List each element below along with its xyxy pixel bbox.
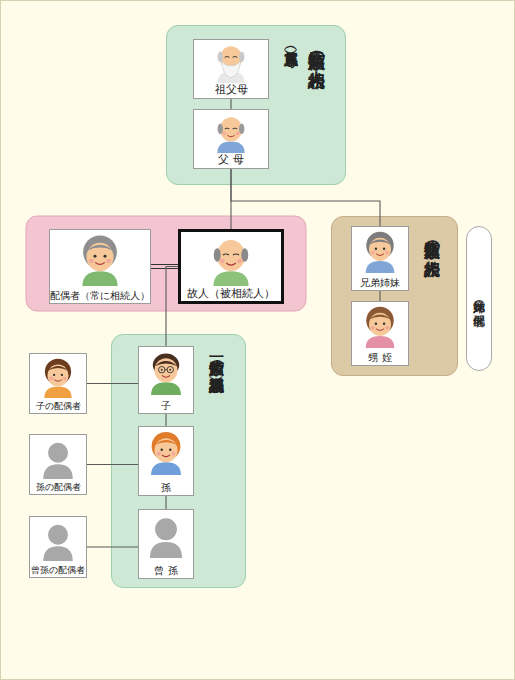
first-order-heir-band: 第一順位の相続人（直系卑属） 子孫曾 孫 (111, 334, 246, 588)
family-line (87, 383, 138, 384)
person-box: 甥 姪 (351, 301, 409, 366)
third-order-heir-band: 第三順位の相続人兄弟姉妹甥 姪 (331, 216, 458, 376)
spouse-box: 曾孫の配偶者 (29, 516, 87, 578)
person-label: 曾孫の配偶者 (30, 566, 86, 575)
person-label: 曾 孫 (139, 566, 193, 577)
pill-label: 兄弟姉妹の配偶者 (467, 227, 491, 370)
person-label: 兄弟姉妹 (352, 278, 408, 289)
grandchild-spouse-silhouette (43, 443, 72, 479)
person-box: 祖父母 (193, 39, 269, 99)
person-box: 配偶者（常に相続人） (49, 229, 151, 304)
sibling-icon (366, 232, 395, 273)
person-box: 子 (138, 346, 194, 414)
person-label: 子の配偶者 (30, 402, 86, 411)
nephew-niece-icon (366, 307, 395, 348)
family-line (165, 496, 166, 509)
person-label: 祖父母 (194, 84, 268, 96)
family-line (230, 99, 231, 109)
spouse-box: 孫の配偶者 (29, 434, 87, 495)
deceased-icon (213, 240, 248, 286)
person-label: 甥 姪 (352, 353, 408, 364)
parent-icon (217, 117, 244, 153)
group-heading: 第三順位の相続人 (423, 230, 440, 248)
deceased-band (26, 216, 306, 311)
child-spouse-icon (44, 359, 71, 398)
person-label: 配偶者（常に相続人） (50, 291, 150, 301)
person-label: 孫 (139, 483, 193, 494)
second-order-heir-band: 第二順位の相続人（直系尊属）祖父母父 母 (166, 25, 346, 185)
great-grandchild-silhouette (150, 518, 182, 558)
family-line (87, 546, 138, 547)
person-label: 父 母 (194, 154, 268, 166)
family-line (231, 169, 380, 226)
group-heading: 第一順位の相続人（直系卑属） (208, 349, 224, 366)
family-line (379, 291, 380, 301)
person-box: 父 母 (193, 109, 269, 169)
great-grandchild-spouse-silhouette (43, 525, 72, 561)
child-icon (151, 354, 181, 395)
sibling-spouse-pill: 兄弟姉妹の配偶者 (466, 226, 492, 371)
person-box: 曾 孫 (138, 509, 194, 579)
spouse-icon (82, 235, 117, 286)
marriage-line (151, 265, 178, 269)
person-label: 子 (139, 401, 193, 412)
person-label: 孫の配偶者 (30, 483, 86, 492)
deceased-box: 故人（被相続人） (178, 229, 284, 304)
family-line (165, 414, 166, 426)
group-heading: 第二順位の相続人 (308, 39, 326, 58)
person-label: 故人（被相続人） (181, 288, 281, 299)
spouse-box: 子の配偶者 (29, 353, 87, 414)
family-line (166, 267, 178, 347)
person-box: 兄弟姉妹 (351, 226, 409, 291)
family-line (230, 169, 231, 229)
grandchild-icon (151, 432, 181, 475)
family-line (87, 464, 138, 465)
grandparent-icon (217, 46, 244, 83)
person-box: 孫 (138, 426, 194, 496)
